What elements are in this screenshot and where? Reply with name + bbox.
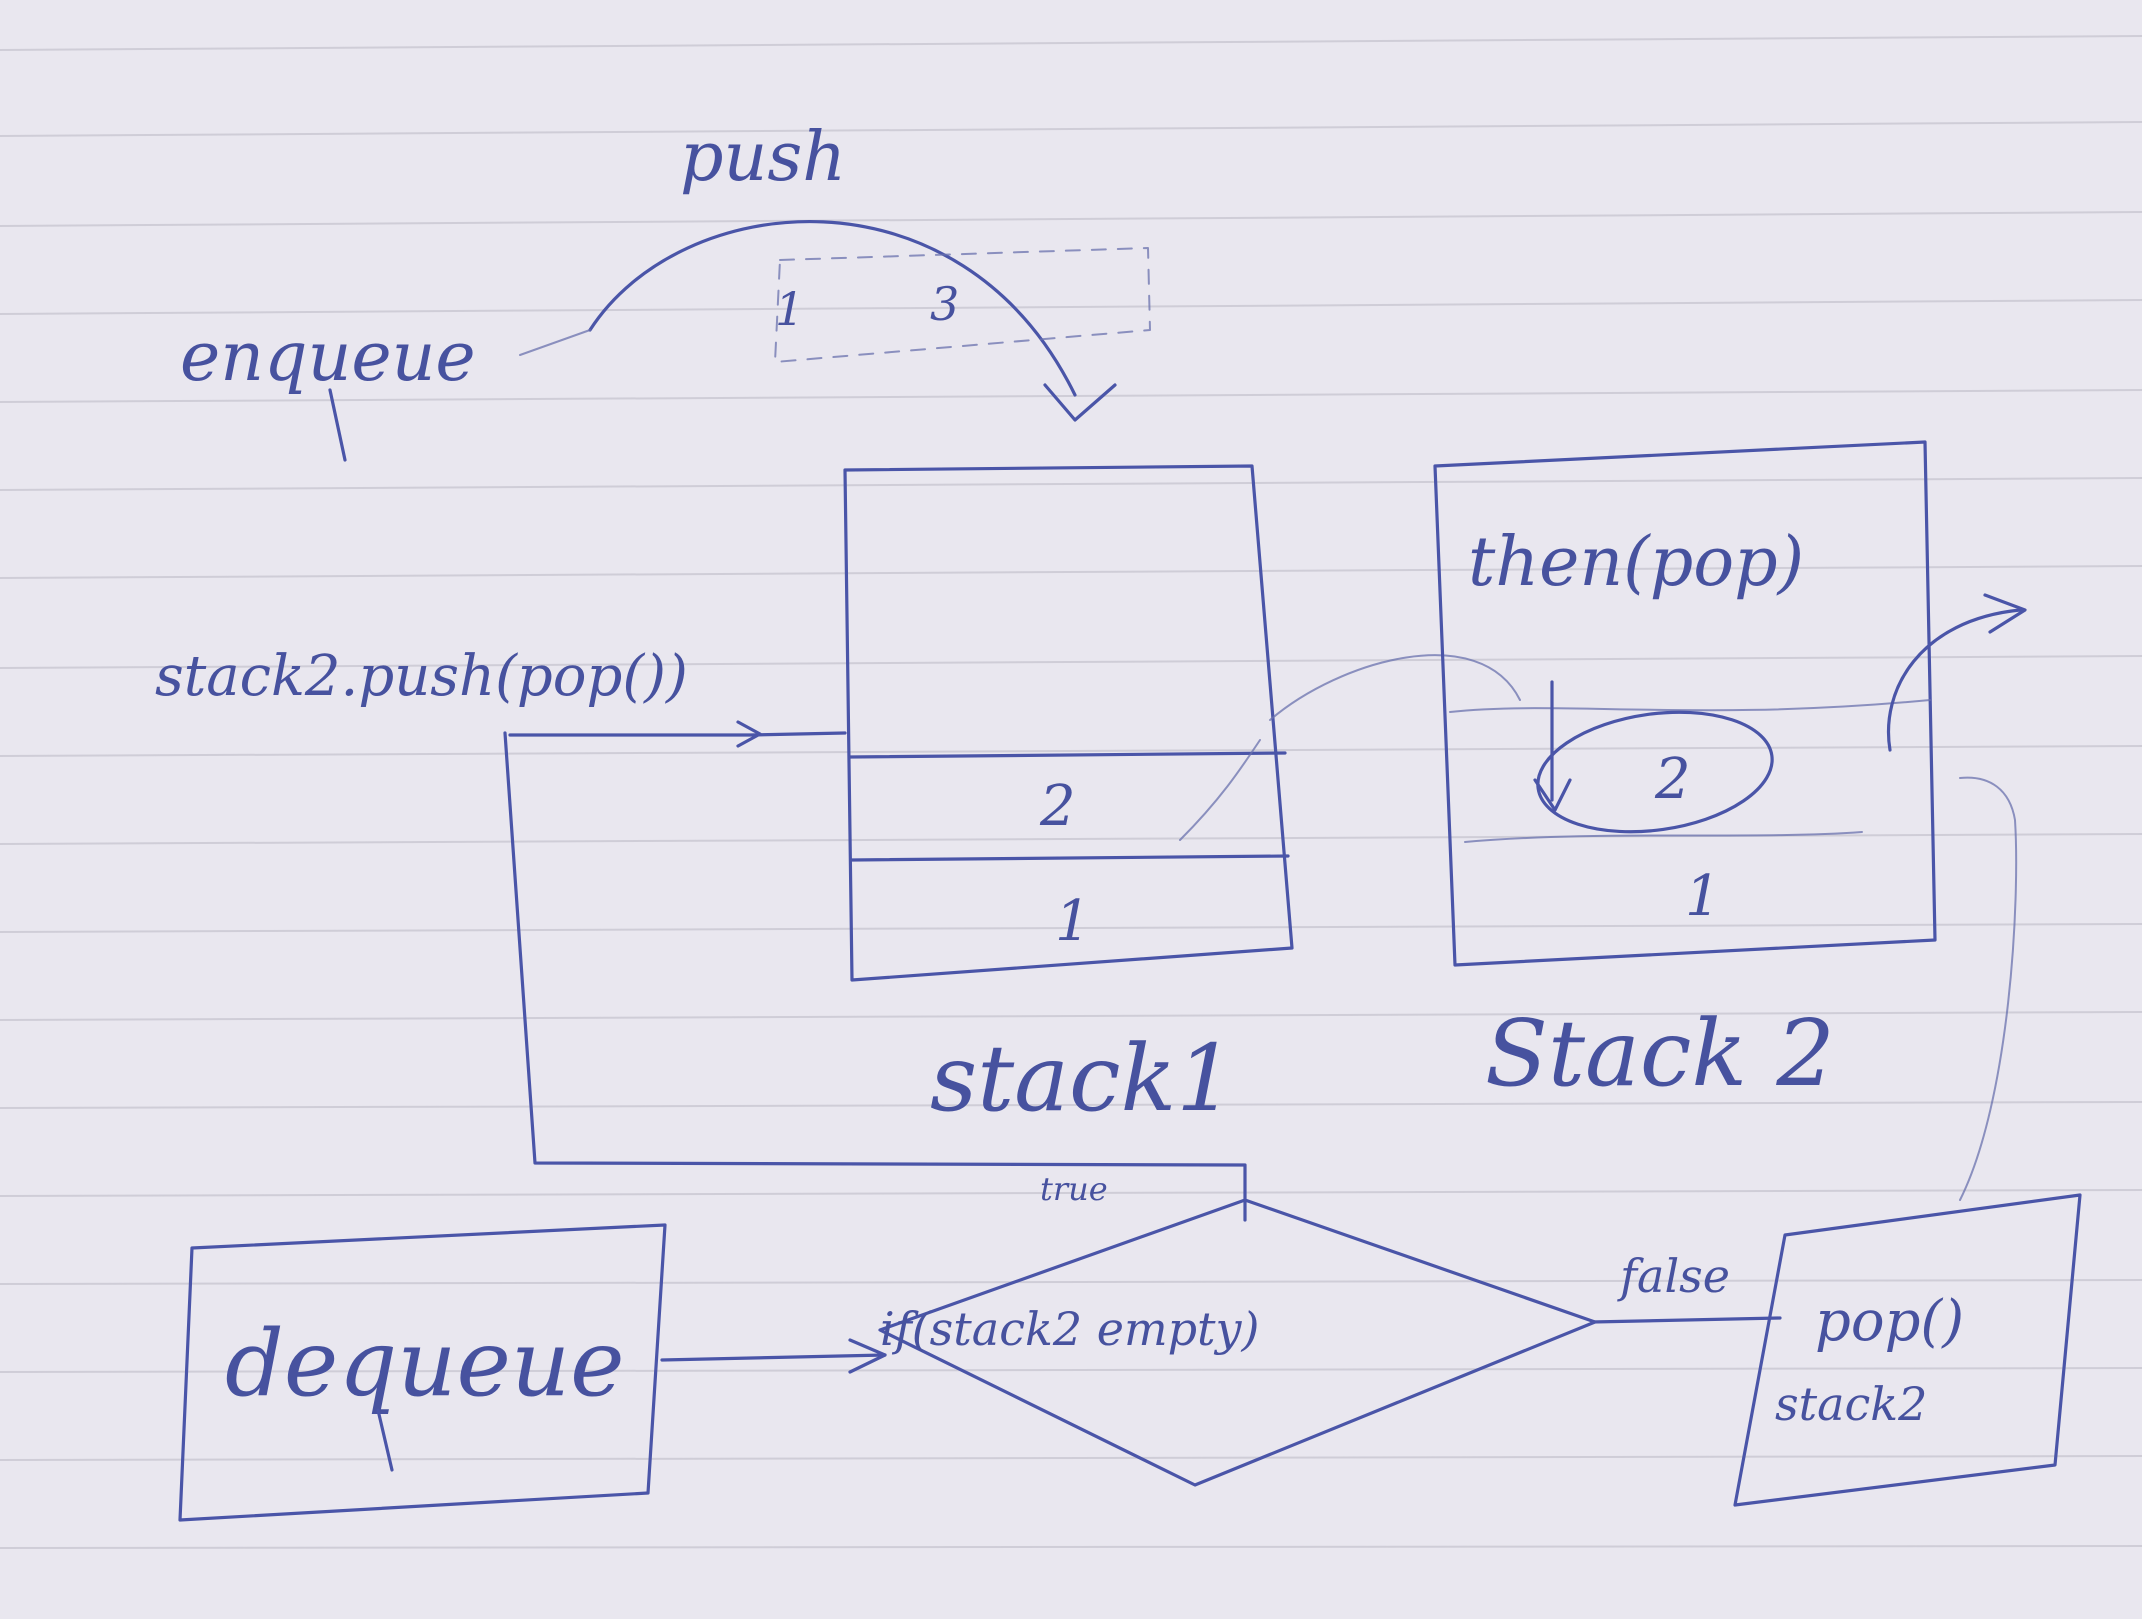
stack1-divider-mid: [850, 854, 1290, 862]
false-branch-line: [1590, 1316, 1782, 1324]
stack1-label: stack1: [930, 1025, 1235, 1132]
dequeue-label: dequeue: [225, 1310, 625, 1417]
pop-box-line2: stack2: [1775, 1377, 1927, 1431]
dequeue-box: [178, 1223, 667, 1522]
pop-to-stack2-connector: [1959, 776, 2018, 1201]
transfer-arrowhead: [736, 720, 762, 748]
pop-box-line1: pop(): [1815, 1289, 1964, 1354]
stack1-divider-top: [848, 751, 1287, 759]
stack1-item-2: 2: [1039, 774, 1076, 839]
pending-item-1: 1: [775, 282, 804, 336]
transfer-arrow: [508, 731, 847, 737]
pending-item-3: 3: [930, 277, 959, 331]
then-pop-label: then(pop): [1468, 523, 1804, 602]
stack2-highlight-ellipse: [1536, 710, 1774, 834]
pop-down-arrowhead: [1533, 778, 1572, 812]
output-arrowhead: [1983, 593, 2027, 634]
pending-element-box: [774, 247, 1151, 363]
dequeue-to-decision-arrowhead: [848, 1338, 887, 1374]
true-loop: [503, 731, 1247, 1222]
stack1-item-1: 1: [1055, 889, 1091, 954]
false-label: false: [1617, 1249, 1730, 1303]
push-arc: [588, 219, 1077, 397]
transfer-label: stack2.push(pop()): [155, 644, 688, 709]
push-label: push: [680, 118, 846, 197]
stack2-box: [1433, 440, 1937, 967]
enqueue-connector: [519, 329, 591, 356]
stack2-divider-wave-bottom: [1464, 831, 1863, 843]
enqueue-stroke: [328, 388, 347, 462]
enqueue-label: enqueue: [180, 318, 476, 397]
dequeue-stroke: [376, 1408, 394, 1472]
stack2-item-2: 2: [1654, 747, 1691, 812]
decision-condition: if(stack2 empty): [880, 1302, 1259, 1356]
stack2-label: Stack 2: [1485, 1000, 1835, 1107]
stack2-divider-wave-top: [1449, 699, 1931, 713]
transfer-curve: [1269, 654, 1521, 721]
dequeue-to-decision-arrow: [660, 1353, 887, 1362]
stack1-box: [843, 464, 1294, 982]
transfer-scribble: [1179, 739, 1261, 841]
output-arrow: [1887, 608, 2022, 752]
true-label: true: [1040, 1170, 1108, 1208]
push-arrowhead: [1043, 383, 1117, 422]
pop-stack2-box: [1733, 1193, 2082, 1507]
notebook-ruling: [0, 35, 2142, 1549]
stack2-item-1: 1: [1685, 864, 1721, 929]
